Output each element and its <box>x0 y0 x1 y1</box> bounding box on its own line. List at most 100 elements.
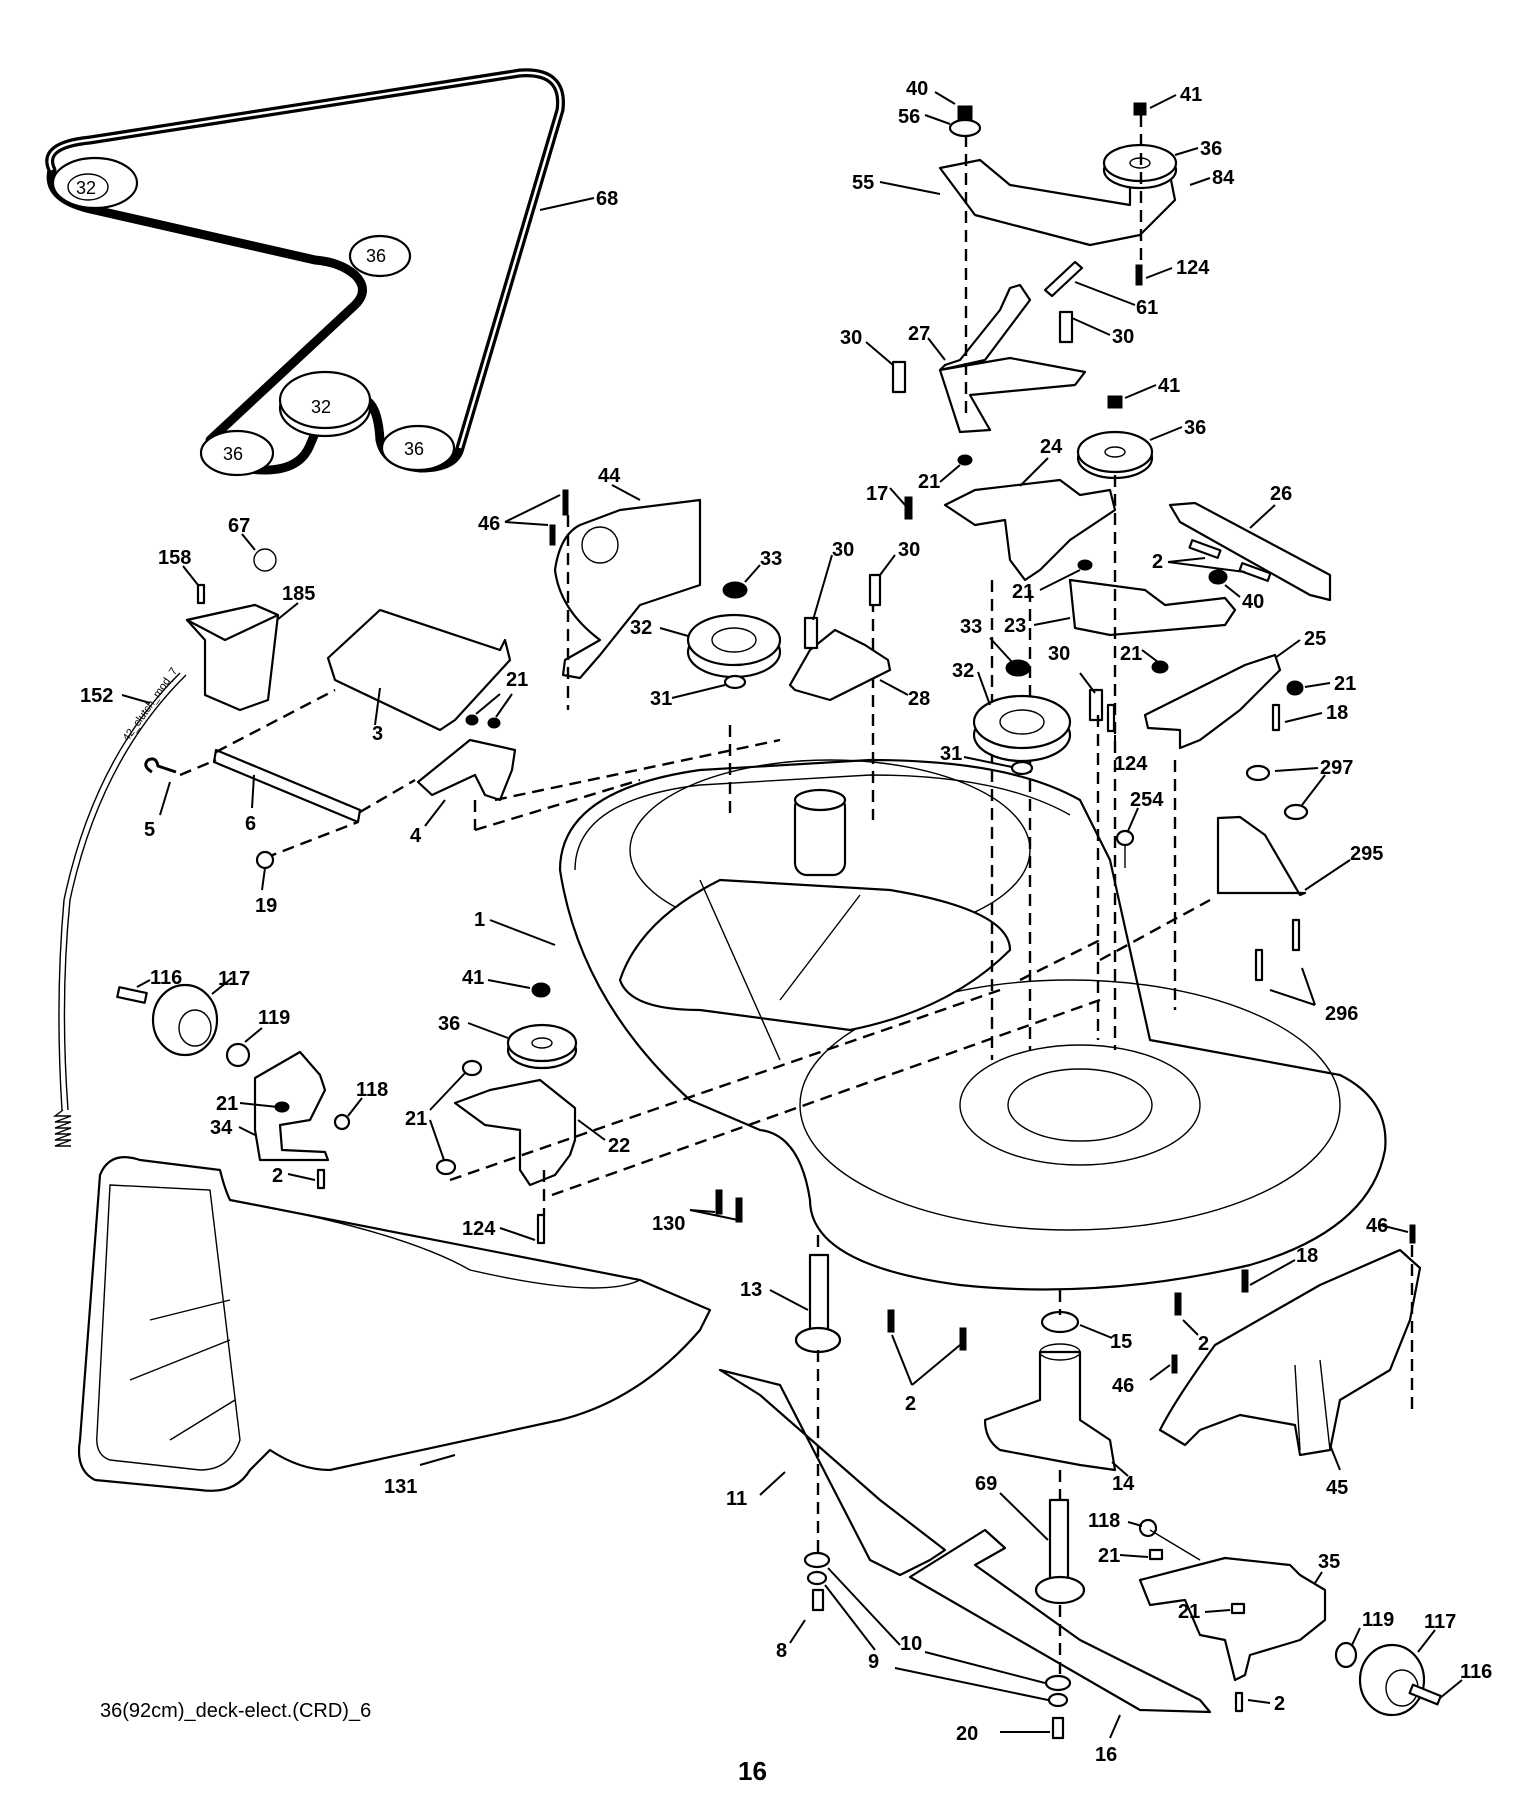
callout-19: 19 <box>255 895 277 917</box>
callout-297: 297 <box>1320 757 1353 779</box>
callout-21: 21 <box>1120 643 1142 665</box>
belt-pulley-label: 32 <box>76 178 96 198</box>
callout-18: 18 <box>1296 1245 1318 1267</box>
belt-pulley-label: 36 <box>223 444 243 464</box>
callout-21: 21 <box>1098 1545 1120 1567</box>
callout-28: 28 <box>908 688 930 710</box>
callout-16: 16 <box>1095 1744 1117 1766</box>
page-number: 16 <box>738 1756 767 1786</box>
callout-33: 33 <box>760 548 782 570</box>
belt-pulley-label: 36 <box>404 439 424 459</box>
callout-8: 8 <box>776 1640 787 1662</box>
callout-9: 9 <box>868 1651 879 1673</box>
callout-31: 31 <box>650 688 672 710</box>
callout-15: 15 <box>1110 1331 1132 1353</box>
callout-36: 36 <box>1200 138 1222 160</box>
callout-21: 21 <box>1178 1601 1200 1623</box>
callout-2: 2 <box>1274 1693 1285 1715</box>
callout-118: 118 <box>356 1079 388 1101</box>
callout-45: 45 <box>1326 1477 1348 1499</box>
callout-33: 33 <box>960 616 982 638</box>
callout-119: 119 <box>258 1007 290 1029</box>
callout-46: 46 <box>1366 1215 1388 1237</box>
callout-152: 152 <box>80 685 113 707</box>
callout-25: 25 <box>1304 628 1326 650</box>
drawing-code: 36(92cm)_deck-elect.(CRD)_6 <box>100 1700 372 1722</box>
callout-117: 117 <box>1424 1611 1456 1633</box>
callout-254: 254 <box>1130 789 1164 811</box>
belt-pulley-36-right: 36 <box>380 424 456 472</box>
belt-guard-44: 46 44 <box>478 465 702 710</box>
callout-23: 23 <box>1004 615 1026 637</box>
callout-2: 2 <box>905 1393 916 1415</box>
callout-61: 61 <box>1136 297 1158 319</box>
belt-pulley-label: 36 <box>366 246 386 266</box>
rear-shield-assembly: 297 295 296 <box>1216 757 1383 1025</box>
callout-14: 14 <box>1112 1473 1135 1495</box>
callout-30: 30 <box>832 539 854 561</box>
callout-56: 56 <box>898 106 920 128</box>
callout-68: 68 <box>596 188 618 210</box>
callout-130: 130 <box>652 1213 685 1235</box>
callout-2: 2 <box>1198 1333 1209 1355</box>
spindle-blade-assembly: 13 2 15 14 46 11 69 16 <box>718 1235 1212 1766</box>
callout-21: 21 <box>506 669 528 691</box>
discharge-chute-131: 131 <box>77 1156 712 1498</box>
callout-17: 17 <box>866 483 888 505</box>
callout-21: 21 <box>1012 581 1034 603</box>
callout-21: 21 <box>918 471 940 493</box>
center-pulley-assembly: 33 32 31 28 30 30 33 32 31 <box>630 539 1072 776</box>
callout-21: 21 <box>216 1093 238 1115</box>
callout-3: 3 <box>372 723 383 745</box>
belt-pulley-36-left: 36 <box>199 429 275 477</box>
callout-1: 1 <box>474 909 485 931</box>
callout-31: 31 <box>940 743 962 765</box>
callout-2: 2 <box>272 1165 283 1187</box>
discharge-deflector-45: 46 45 18 2 <box>1158 1215 1422 1499</box>
callout-30: 30 <box>1048 643 1070 665</box>
callout-18: 18 <box>1326 702 1348 724</box>
callout-27: 27 <box>908 323 930 345</box>
callout-119: 119 <box>1362 1609 1394 1631</box>
callout-40: 40 <box>906 78 928 100</box>
callout-22: 22 <box>608 1135 630 1157</box>
callout-20: 20 <box>956 1723 978 1745</box>
callout-32: 32 <box>630 617 652 639</box>
callout-13: 13 <box>740 1279 762 1301</box>
callout-118: 118 <box>1088 1510 1120 1532</box>
callout-36: 36 <box>438 1013 460 1035</box>
callout-124: 124 <box>462 1218 496 1240</box>
belt-routing-diagram: 32 36 32 36 36 68 <box>45 68 618 477</box>
cable-marking: 42_clutch_mod_7 <box>121 666 181 744</box>
callout-55: 55 <box>852 172 874 194</box>
callout-116: 116 <box>1460 1661 1492 1683</box>
front-hitch-assembly: 3 6 5 19 4 21 <box>144 608 781 917</box>
belt-pulley-label: 32 <box>311 397 331 417</box>
callout-30: 30 <box>1112 326 1134 348</box>
callout-158: 158 <box>158 547 191 569</box>
callout-69: 69 <box>975 1473 997 1495</box>
callout-41: 41 <box>1158 375 1180 397</box>
callout-40: 40 <box>1242 591 1264 613</box>
callout-116: 116 <box>150 967 182 989</box>
right-gauge-wheel-assembly: 118 21 21 35 2 119 117 116 <box>1088 1510 1492 1717</box>
callout-295: 295 <box>1350 843 1383 865</box>
callout-21: 21 <box>1334 673 1356 695</box>
callout-296: 296 <box>1325 1003 1358 1025</box>
left-idler-assembly: 41 36 22 21 124 130 <box>405 967 1101 1245</box>
callout-35: 35 <box>1318 1551 1340 1573</box>
callout-10: 10 <box>900 1633 922 1655</box>
callout-124: 124 <box>1176 257 1210 279</box>
belt-pulley-32-lower: 32 <box>278 370 372 438</box>
callout-2: 2 <box>1152 551 1163 573</box>
callout-46: 46 <box>478 513 500 535</box>
callout-124: 124 <box>1114 753 1148 775</box>
callout-11: 11 <box>726 1488 747 1510</box>
callout-44: 44 <box>598 465 621 487</box>
mower-deck-housing <box>558 758 1387 1291</box>
callout-24: 24 <box>1040 436 1063 458</box>
callout-5: 5 <box>144 819 155 841</box>
idler-arm-assembly: 40 56 55 41 36 84 124 61 30 27 <box>840 78 1356 868</box>
belt-pulley-32-upper: 32 <box>51 156 139 210</box>
